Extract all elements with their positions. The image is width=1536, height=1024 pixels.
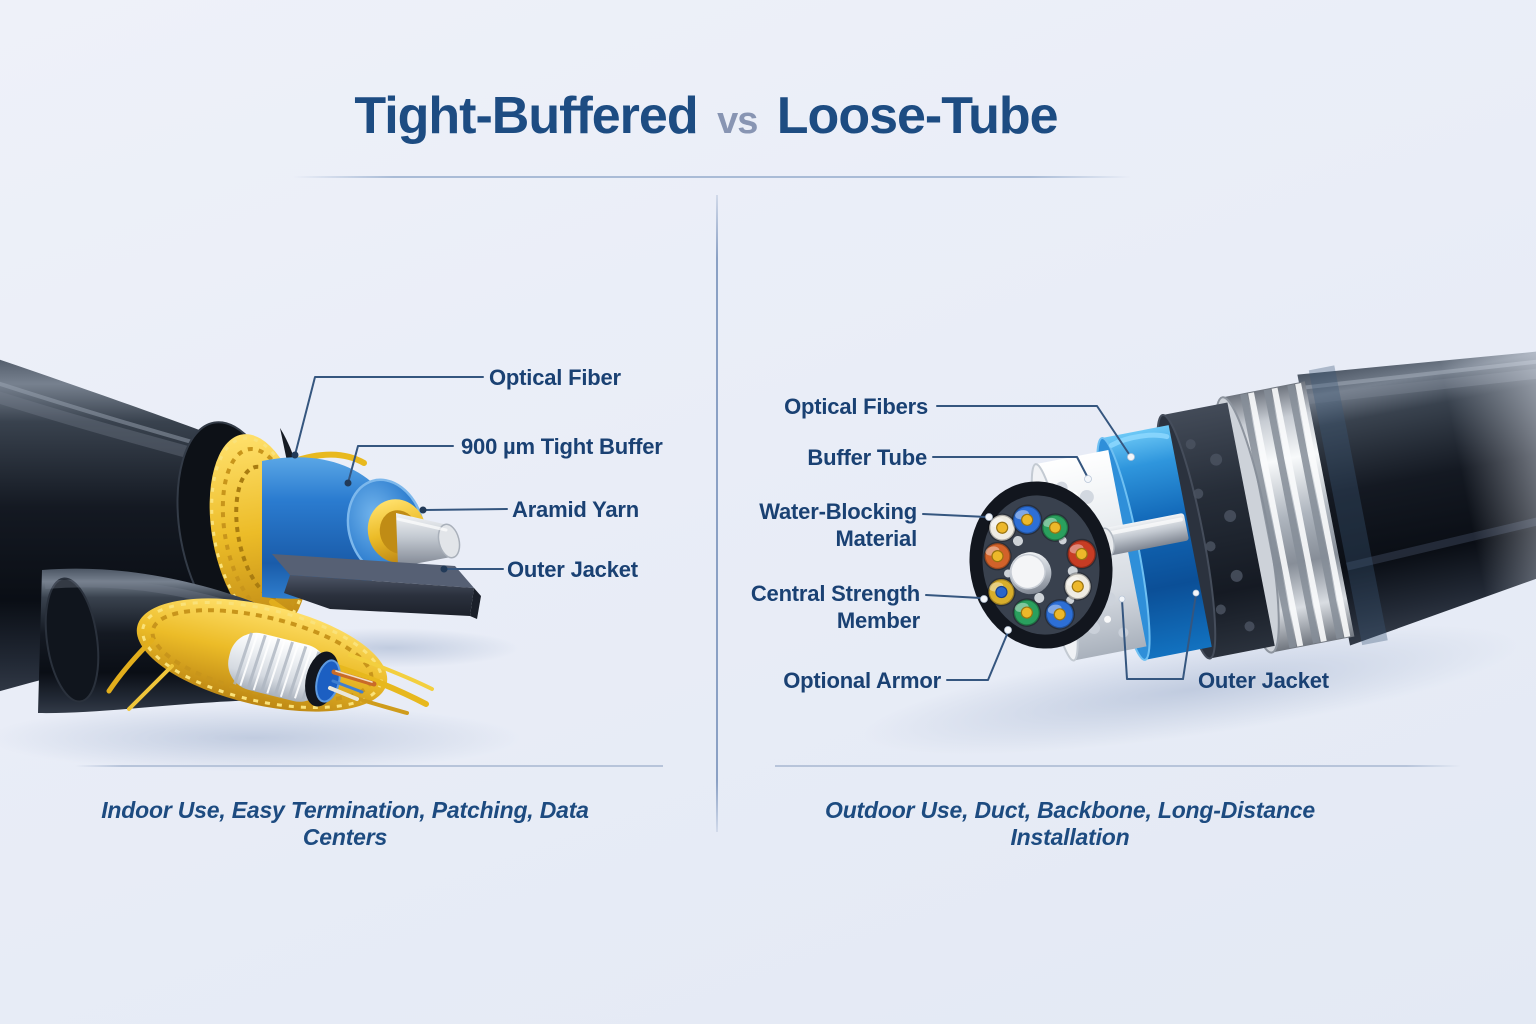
right-use-caption: Outdoor Use, Duct, Backbone, Long-Distan… [825, 797, 1315, 850]
label-water-blocking: Water-Blocking Material [759, 499, 917, 551]
left-caption-divider [75, 765, 663, 767]
title-divider [293, 176, 1131, 178]
loose-tube-cable [969, 299, 1536, 662]
leader-dots-left [291, 451, 448, 573]
page-title: Tight-Buffered vs Loose-Tube [0, 86, 1412, 146]
label-optical-fiber: Optical Fiber [489, 365, 621, 390]
label-central-strength: Central Strength Member [750, 581, 920, 633]
label-buffer-tube: Buffer Tube [807, 445, 927, 470]
loose-tube-cross-section [969, 481, 1113, 649]
label-aramid-yarn: Aramid Yarn [512, 497, 640, 522]
center-divider [716, 195, 718, 832]
tight-buffered-cable-secondary [38, 568, 434, 715]
title-separator: vs [717, 100, 758, 142]
label-optical-fibers: Optical Fibers [784, 394, 928, 419]
leader-lines-right [922, 405, 1197, 681]
title-right-term: Loose-Tube [776, 87, 1059, 145]
leader-lines-left [294, 376, 508, 570]
label-outer-jacket-right: Outer Jacket [1198, 668, 1329, 693]
right-caption-divider [775, 765, 1461, 767]
label-tight-buffer: 900 µm Tight Buffer [461, 434, 663, 459]
title-left-term: Tight-Buffered [354, 87, 698, 145]
leader-dots-right [980, 453, 1200, 634]
left-use-caption: Indoor Use, Easy Termination, Patching, … [101, 797, 589, 850]
label-optional-armor: Optional Armor [783, 668, 941, 693]
label-outer-jacket-left: Outer Jacket [507, 557, 638, 582]
